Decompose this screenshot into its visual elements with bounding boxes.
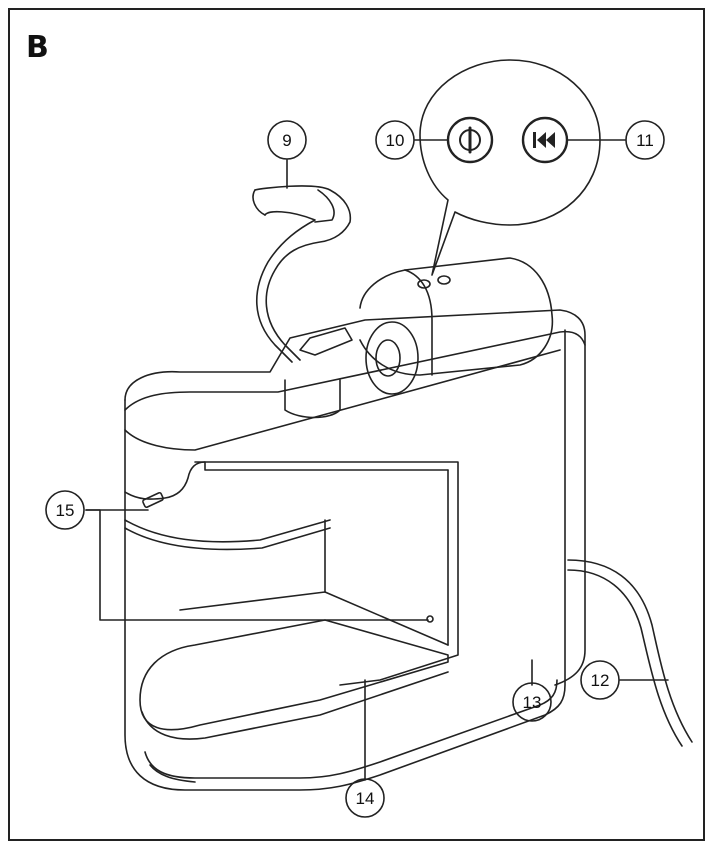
callout-circle-12 [580,660,620,700]
top-edge-front [124,330,586,411]
front-panel-edge [124,349,561,451]
cylinder-end-hole [375,339,401,377]
cylinder-end [365,321,419,395]
cavity-back-top [204,461,449,471]
tank-band-top [124,519,331,543]
tray-rim [141,671,449,740]
callout-circle-10 [375,120,415,160]
lid-tab [314,189,335,223]
callout-13: 13 [523,693,542,712]
cylinder-body [359,257,554,376]
callout-10: 10 [386,131,405,150]
callout-circle-14 [345,778,385,818]
callout-15: 15 [56,501,75,520]
hinge-base [284,379,341,419]
callout-circle-11 [625,120,665,160]
section-letter: B [26,30,49,65]
cavity-floor-line [324,591,449,646]
lid-arm [254,185,352,361]
callout-9: 9 [282,131,291,150]
base-band-upper [144,679,558,779]
callout-circle-9 [267,120,307,160]
cavity-side-line [179,591,326,611]
callout-circle-15 [45,490,85,530]
callout-circle-13 [512,682,552,722]
drip-tray [139,619,449,731]
base-band-lower [149,764,196,783]
lid-top [252,189,266,216]
power-cord [567,559,693,743]
front-notch [124,461,206,500]
level-indicator [142,492,164,508]
magnifier-bubble [419,59,601,276]
hinge [299,327,353,356]
rewind-button-small [437,275,451,285]
callout-14: 14 [356,789,375,808]
power-cord-edge [567,569,683,747]
lid-arm-inner [256,210,316,363]
cavity-outline [194,461,459,686]
power-button-small [417,279,431,289]
top-rim [124,309,586,686]
callout-12: 12 [591,671,610,690]
skip-back-icon [533,132,555,148]
base-outline [124,329,566,791]
tank-band-bottom [124,527,331,551]
callout-11: 11 [636,131,654,150]
level-indicator-dot [426,615,434,623]
power-icon-ring [459,129,481,151]
